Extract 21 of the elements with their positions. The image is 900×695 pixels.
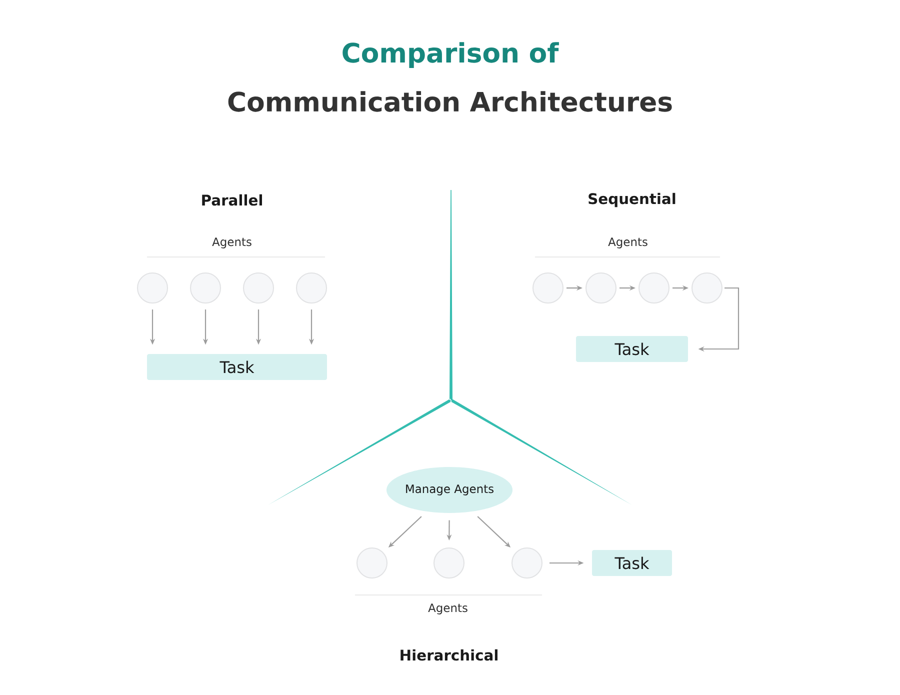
task-box: Task [592,550,672,576]
agent-circle [296,272,327,304]
title: Comparison of Communication Architectures [228,42,672,112]
agent-circle [692,272,722,304]
section-heading: Parallel [202,194,262,206]
agent-circle [356,548,388,578]
agent-circle [512,548,542,578]
agent-circle [638,272,670,304]
group-label: Agents [428,604,468,614]
agent-circle [434,548,464,578]
section-heading: Hierarchical [400,649,498,661]
section-heading: Sequential [588,192,676,208]
group-label: Agents [212,238,252,248]
agent-circle [532,272,564,304]
group-label: Agents [608,238,648,248]
agent-circle [243,272,274,304]
agent-circle [190,272,221,304]
agent-circle [586,272,616,304]
agent-circle [137,272,168,304]
task-box: Task [147,354,327,380]
task-box: Task [576,336,688,362]
